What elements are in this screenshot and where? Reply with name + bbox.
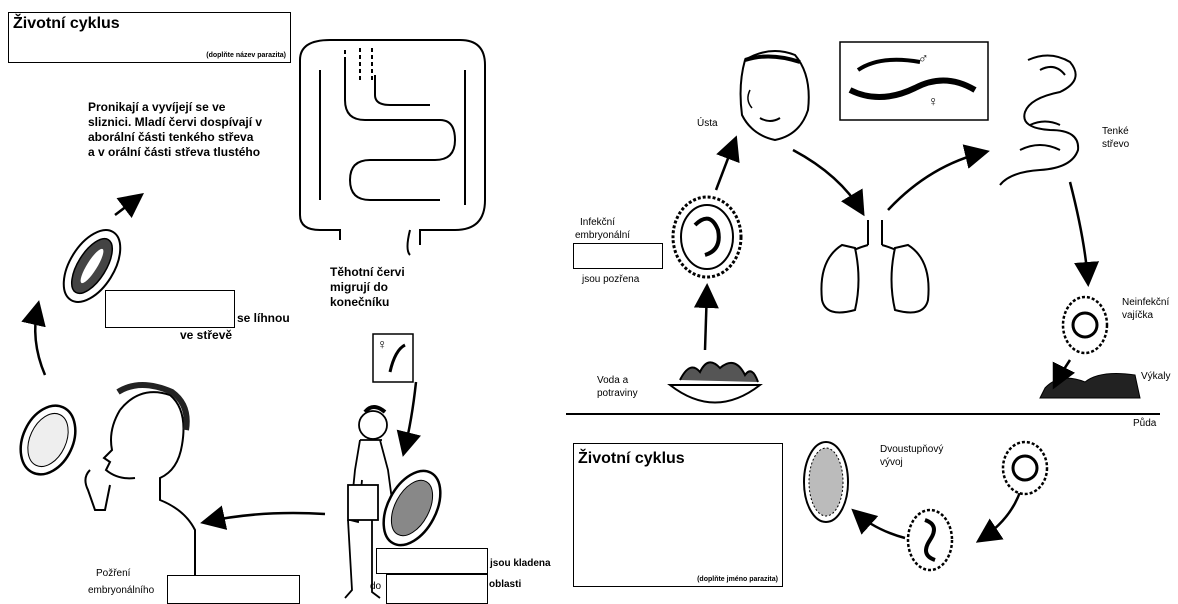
area-answer-box[interactable] (386, 574, 488, 604)
right-title: Životní cyklus (578, 450, 685, 468)
migrate-text: Těhotní červi migrují do konečníku (330, 265, 430, 310)
hatch-text: se líhnou (237, 311, 290, 326)
laid-answer-box[interactable] (376, 548, 488, 574)
egg-perianal-illustration (372, 461, 452, 554)
male-symbol: ♂ (918, 50, 929, 66)
mouth-label: Ústa (697, 117, 718, 130)
small-intestine-label-1: Tenké (1102, 125, 1129, 138)
two-stage-label-2: vývoj (880, 456, 903, 469)
noninfective-label-1: Neinfekční (1122, 296, 1169, 309)
noninfective-egg-illustration (1063, 297, 1107, 353)
infective-label-1: Infekční (580, 216, 615, 229)
feces-illustration (1040, 374, 1140, 398)
female-symbol-right: ♀ (928, 93, 939, 109)
left-title-hint: (doplňte název parazita) (206, 52, 286, 59)
do-text: do (370, 580, 381, 593)
soil-label: Půda (1133, 417, 1156, 430)
two-stage-label-1: Dvoustupňový (880, 443, 943, 456)
large-intestine-illustration (300, 40, 485, 255)
adult-worms-box (840, 42, 988, 120)
feces-label: Výkaly (1141, 370, 1170, 383)
lungs-illustration (821, 220, 928, 312)
infective-egg-illustration (673, 197, 741, 277)
swallowed-label: jsou pozřena (582, 273, 639, 286)
noninfective-label-2: vajíčka (1122, 309, 1153, 322)
water-label-2: potraviny (597, 387, 638, 400)
development-eggs-illustration (804, 442, 1047, 570)
female-symbol-left: ♀ (377, 336, 388, 352)
human-face-illustration (741, 51, 809, 140)
food-bowl-illustration (670, 362, 760, 402)
right-title-box: Životní cyklus (doplňte jméno parazita) (573, 443, 783, 587)
infective-label-2: embryonální (575, 229, 630, 242)
small-intestine-label-2: střevo (1102, 138, 1129, 151)
right-title-hint: (doplňte jméno parazita) (697, 576, 778, 583)
laid-text: jsou kladena (490, 557, 551, 570)
mucosa-text: Pronikají a vyvíjejí se ve sliznici. Mla… (88, 100, 263, 160)
infective-answer-box[interactable] (573, 243, 663, 269)
water-label-1: Voda a (597, 374, 628, 387)
ingest-answer-box[interactable] (167, 575, 300, 604)
left-title-box: Životní cyklus (doplňte název parazita) (8, 12, 291, 63)
hatch-answer-box[interactable] (105, 290, 235, 328)
in-gut-text: ve střevě (180, 328, 232, 343)
egg-lower-left-illustration (10, 397, 86, 483)
left-title: Životní cyklus (13, 15, 120, 33)
area-text: oblasti (489, 578, 521, 591)
ingest-text-2: embryonálního (88, 584, 154, 597)
ingest-text-1: Požření (96, 567, 130, 580)
small-intestine-illustration (1000, 55, 1078, 185)
